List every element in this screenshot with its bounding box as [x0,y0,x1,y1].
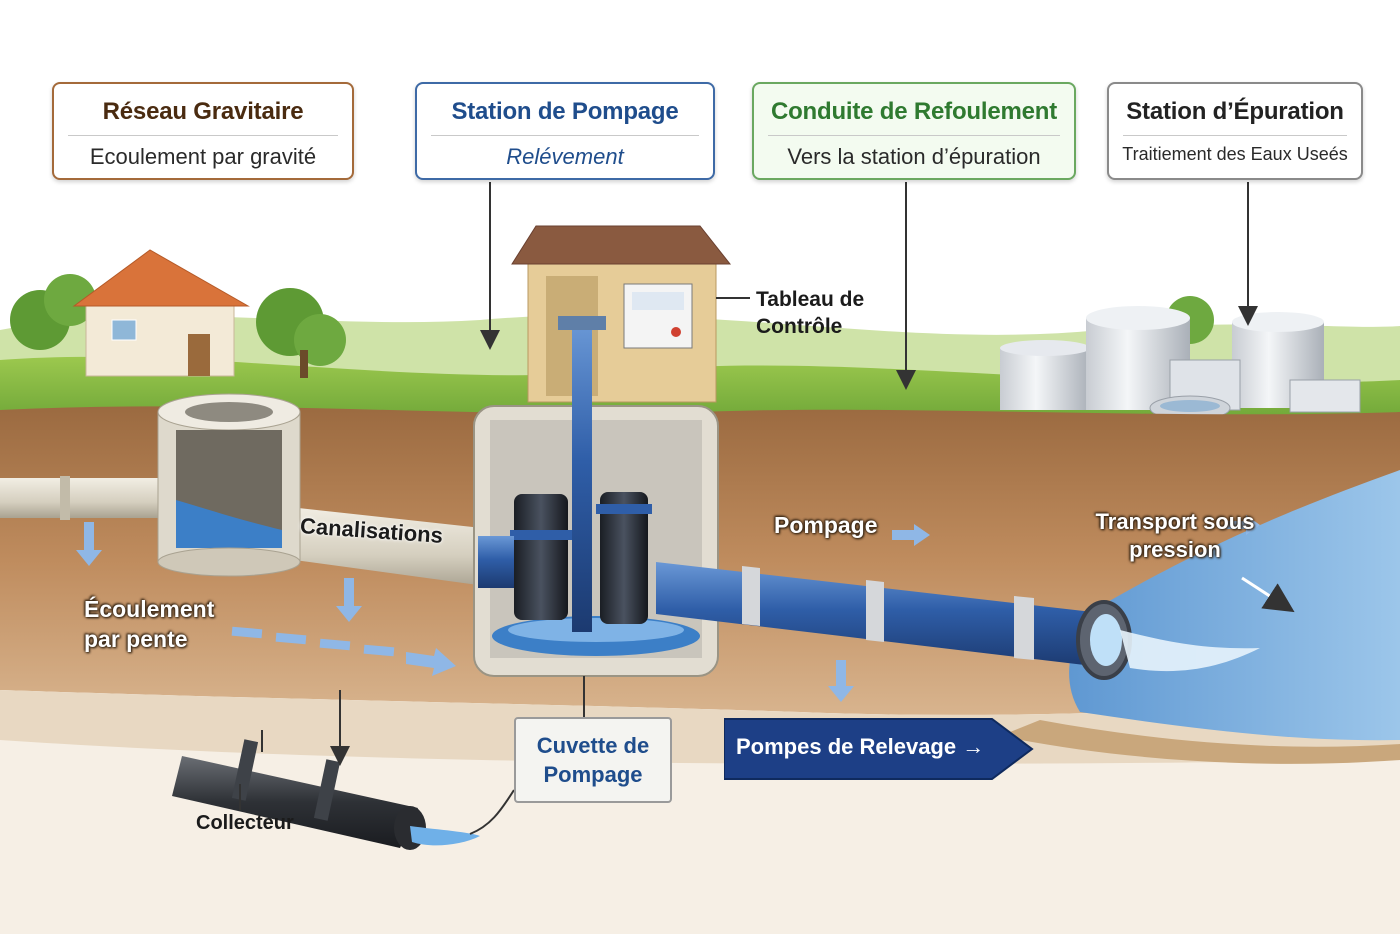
ground-fade [0,740,1400,934]
label-pompage: Pompage [774,512,878,538]
header-station-subtitle: Relévement [506,144,624,169]
inlet-pipe-blue [478,536,514,588]
header-conduite-refoulement: Conduite de Refoulement Vers la station … [752,82,1076,180]
header-station-pompage: Station de Pompage Relévement [415,82,715,180]
header-epuration-subtitle: Traitiement des Eaux Useés [1122,144,1348,164]
label-ecoulement-pente: Écoulement par pente [84,596,215,652]
header-divider [768,135,1060,136]
header-divider [68,135,338,136]
label-pompes-relevage-text: Pompes de Relevage [736,734,957,759]
header-divider [1123,135,1347,136]
trees [10,274,1214,378]
label-pompes-relevage: Pompes de Relevage → [736,734,984,760]
treatment-plant [1000,306,1361,421]
header-reseau-subtitle: Ecoulement par gravité [89,144,317,169]
header-conduite-title: Conduite de Refoulement [770,98,1058,125]
arrow-right-icon: → [962,734,985,759]
label-cuvette-pompage: Cuvette de Pompage [514,717,672,803]
leader-lines [239,182,1258,835]
pressure-main [656,562,1260,680]
house [72,249,250,377]
header-epuration-title: Station d’Épuration [1126,98,1344,125]
relevage-arrow-icon [724,718,1034,780]
pump-house [511,225,732,403]
collector-pipe [172,739,480,850]
river-bank [1000,720,1400,764]
header-divider [431,135,699,136]
river [1069,470,1400,741]
header-reseau-title: Réseau Gravitaire [102,98,304,125]
label-transport-pression: Transport sous pression [1095,509,1255,562]
label-tableau-controle: Tableau de Contrôle [756,288,865,338]
header-station-title: Station de Pompage [451,98,679,125]
manhole [157,393,301,577]
flow-arrows [76,515,1260,702]
gravity-pipe [0,476,500,588]
header-reseau-gravitaire: Réseau Gravitaire Ecoulement par gravité [52,82,354,180]
pumps [510,492,652,624]
label-collecteur: Collecteur [196,812,294,834]
header-conduite-subtitle: Vers la station d’épuration [787,144,1041,169]
river-arrow [1241,576,1295,613]
header-station-epuration: Station d’Épuration Traitiement des Eaux… [1107,82,1363,180]
